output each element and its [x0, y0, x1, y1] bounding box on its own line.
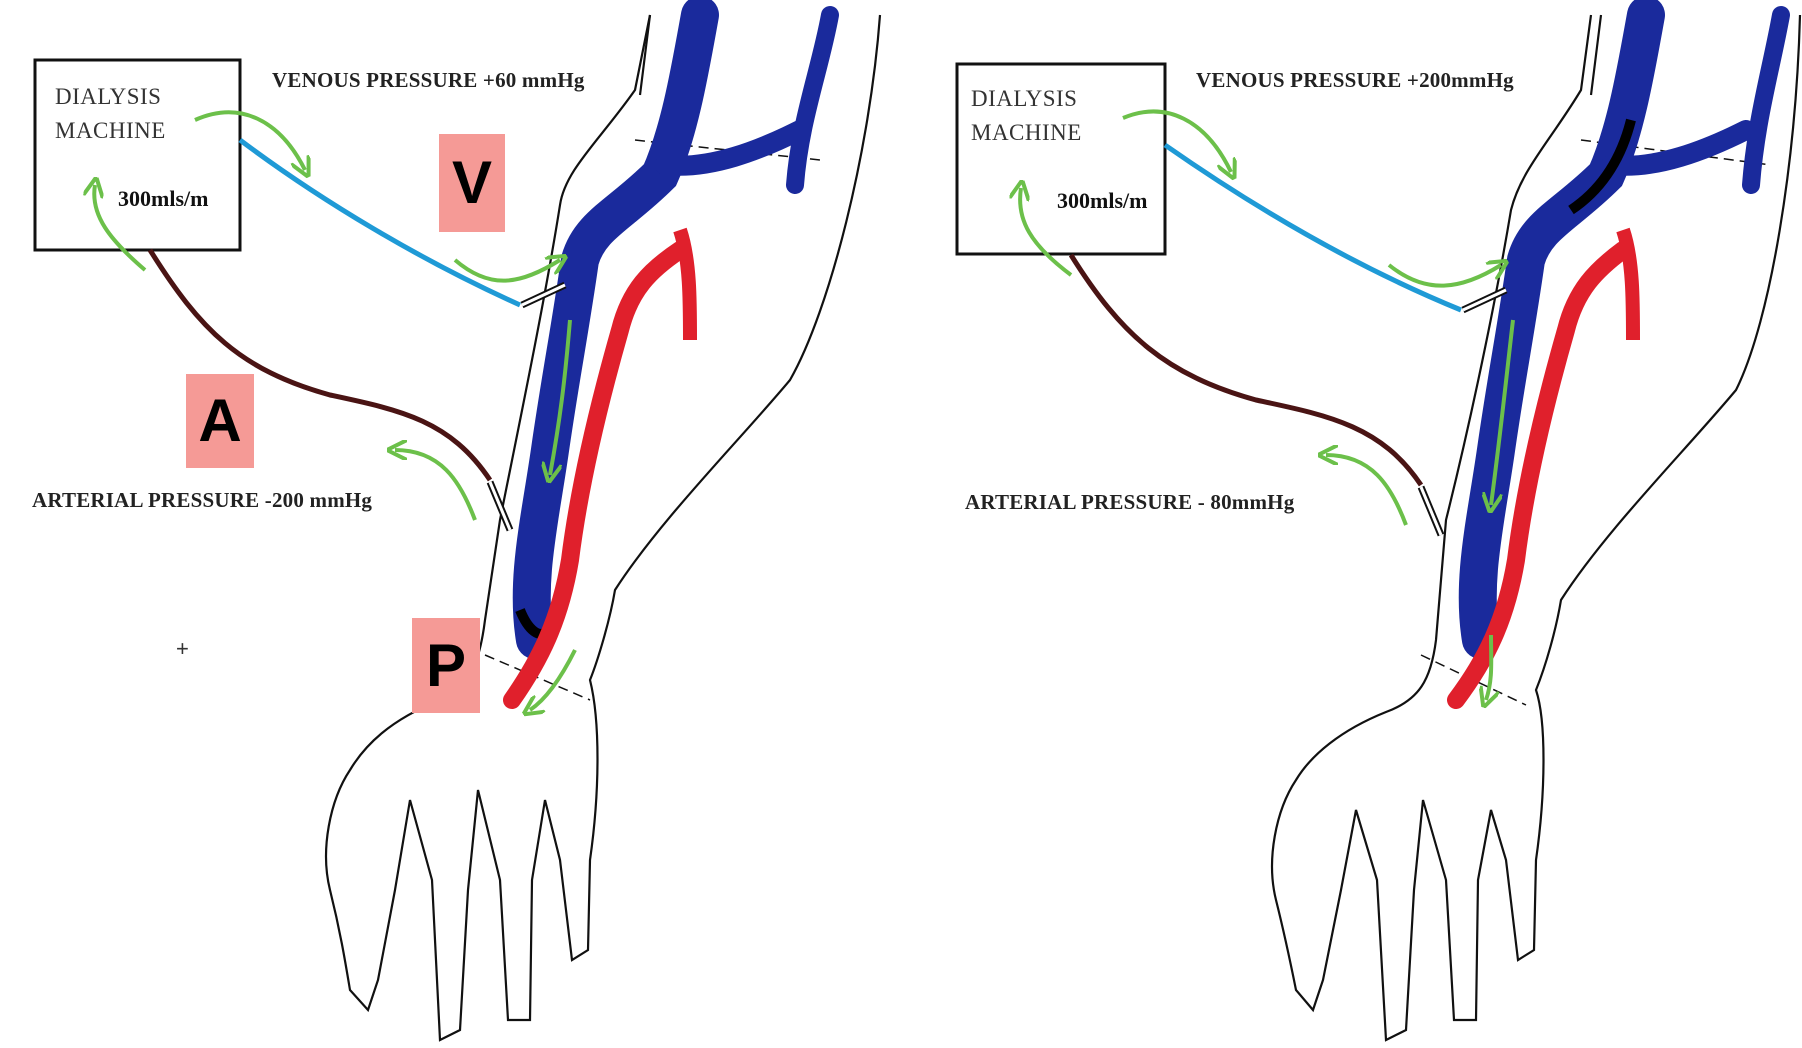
artery-branch: [1623, 230, 1633, 340]
tag-arterial: A: [186, 374, 254, 468]
machine-label-line1: DIALYSIS: [971, 82, 1077, 116]
tag-venous: V: [439, 134, 505, 232]
arm-illustration-right: [901, 0, 1802, 1048]
artery-branch: [680, 230, 690, 340]
flow-arrow-arterial-draw: [395, 450, 475, 520]
venous-line: [1165, 145, 1461, 310]
venous-pressure-label: VENOUS PRESSURE +60 mmHg: [272, 68, 585, 93]
arterial-pressure-label: ARTERIAL PRESSURE -200 mmHg: [32, 488, 372, 513]
arterial-pressure-label: ARTERIAL PRESSURE - 80mmHg: [965, 490, 1294, 515]
diagram-panel-right: DIALYSIS MACHINE 300mls/m VENOUS PRESSUR…: [901, 0, 1802, 1048]
flow-arrow-arterial-draw: [1326, 455, 1406, 525]
machine-flow-rate: 300mls/m: [1057, 188, 1147, 214]
arm-outline: [1272, 15, 1800, 1040]
marker-plus: +: [176, 636, 189, 662]
tag-puncture: P: [412, 618, 480, 713]
diagram-panel-left: DIALYSIS MACHINE 300mls/m VENOUS PRESSUR…: [0, 0, 901, 1048]
machine-label-line2: MACHINE: [971, 116, 1082, 150]
machine-flow-rate: 300mls/m: [118, 186, 208, 212]
flow-arrow-venous-return: [455, 260, 560, 281]
machine-label-line2: MACHINE: [55, 114, 166, 148]
venous-pressure-label: VENOUS PRESSURE +200mmHg: [1196, 68, 1514, 93]
flow-arrow-venous-return: [1389, 265, 1501, 286]
arterial-line: [1071, 255, 1421, 485]
machine-label-line1: DIALYSIS: [55, 80, 161, 114]
